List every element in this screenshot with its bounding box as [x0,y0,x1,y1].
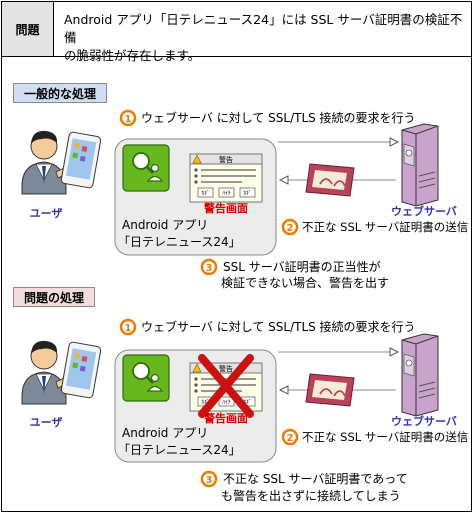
svg-text:3: 3 [206,475,213,486]
section-tag-normal: 一般的な処理 [13,83,108,103]
web-server-label: ウェブサーバ [391,204,457,218]
svg-text:2: 2 [287,223,294,234]
svg-text:1: 1 [125,114,132,125]
svg-text:ｶｷﾞ: ｶｷﾞ [201,190,209,197]
web-server-icon [401,123,439,207]
app-icon [122,354,170,402]
step1-text: ウェブサーバ に対して SSL/TLS 接続の要求を行う [141,319,416,334]
svg-text:ｶｷﾞ: ｶｷﾞ [243,190,251,197]
warning-icon [192,363,202,373]
warning-screen-label: 警告画面 [203,201,248,215]
web-server-label: ウェブサーバ [391,414,457,428]
smartphone-icon [60,131,102,189]
step3-text-line1: SSL サーバ証明書の正当性が [223,259,381,274]
header-text-line2: の脆弱性が存在します。 [64,48,201,63]
user-icon [21,340,71,405]
svg-text:ｶｷﾞ: ｶｷﾞ [201,399,209,406]
cross-mark-icon [198,354,254,418]
dialog-button-2 [218,187,235,198]
svg-text:ｶｷﾞ: ｶｷﾞ [243,399,251,406]
svg-text:ﾊｲﾁ: ﾊｲﾁ [222,399,231,406]
dialog-button-1 [197,187,214,198]
section-tag-issue: 問題の処理 [13,287,96,307]
invalid-certificate-icon [305,373,355,407]
user-label: ユーザ [30,416,63,429]
invalid-certificate-icon [305,163,355,197]
dialog-text-lines [194,168,256,184]
step1-marker: 1 [119,318,137,336]
app-name-line1: Android アプリ [122,426,208,440]
app-name-line2: 「日テレニュース24」 [118,443,241,457]
request-arrow [278,347,400,357]
step3-text-line2: も警告を出さずに接続してしまう [221,488,401,503]
user-label: ユーザ [30,207,63,220]
warning-dialog: 警告 ｶｷﾞ ﾊｲﾁ ｶｷﾞ [189,153,263,203]
step3-marker: 3 [200,258,218,276]
svg-text:2: 2 [287,433,294,444]
warning-icon [192,154,202,164]
user-icon [21,130,71,195]
step2-marker: 2 [281,218,299,236]
app-name-line1: Android アプリ [122,218,208,232]
dialog-title: 警告 [219,155,233,164]
step3-text-line1: 不正な SSL サーバ証明書であって [223,472,408,486]
request-arrow [278,137,400,147]
header-label: 問題 [2,2,54,56]
step3-marker: 3 [200,470,218,488]
app-name-line2: 「日テレニュース24」 [118,235,241,249]
issue-flow-diagram: 1 ウェブサーバ に対して SSL/TLS 接続の要求を行う 警告 [21,318,468,503]
svg-text:1: 1 [125,323,132,334]
step2-marker: 2 [281,428,299,446]
app-icon [122,144,170,192]
dialog-button-2 [218,396,235,407]
step1-text: ウェブサーバ に対して SSL/TLS 接続の要求を行う [141,110,416,125]
step1-marker: 1 [119,109,137,127]
step3-text-line2: 検証できない場合、警告を出す [221,275,389,290]
header-description: Android アプリ「日テレニュース24」には SSL サーバ証明書の検証不備… [64,11,464,65]
svg-text:3: 3 [206,263,213,274]
normal-flow-diagram: 1 ウェブサーバ に対して SSL/TLS 接続の要求を行う 警告 [21,109,468,290]
issue-header: 問題 Android アプリ「日テレニュース24」には SSL サーバ証明書の検… [2,2,471,63]
smartphone-icon [60,341,102,399]
web-server-icon [401,333,439,417]
svg-text:ﾊｲﾁ: ﾊｲﾁ [222,190,231,197]
dialog-title: 警告 [219,364,233,373]
step2-text: 不正な SSL サーバ証明書の送信 [302,430,468,444]
warning-screen-label: 警告画面 [203,411,248,425]
step2-text: 不正な SSL サーバ証明書の送信 [302,220,468,234]
header-text-line1: Android アプリ「日テレニュース24」には SSL サーバ証明書の検証不備 [64,12,463,45]
dialog-button-3 [239,187,256,198]
